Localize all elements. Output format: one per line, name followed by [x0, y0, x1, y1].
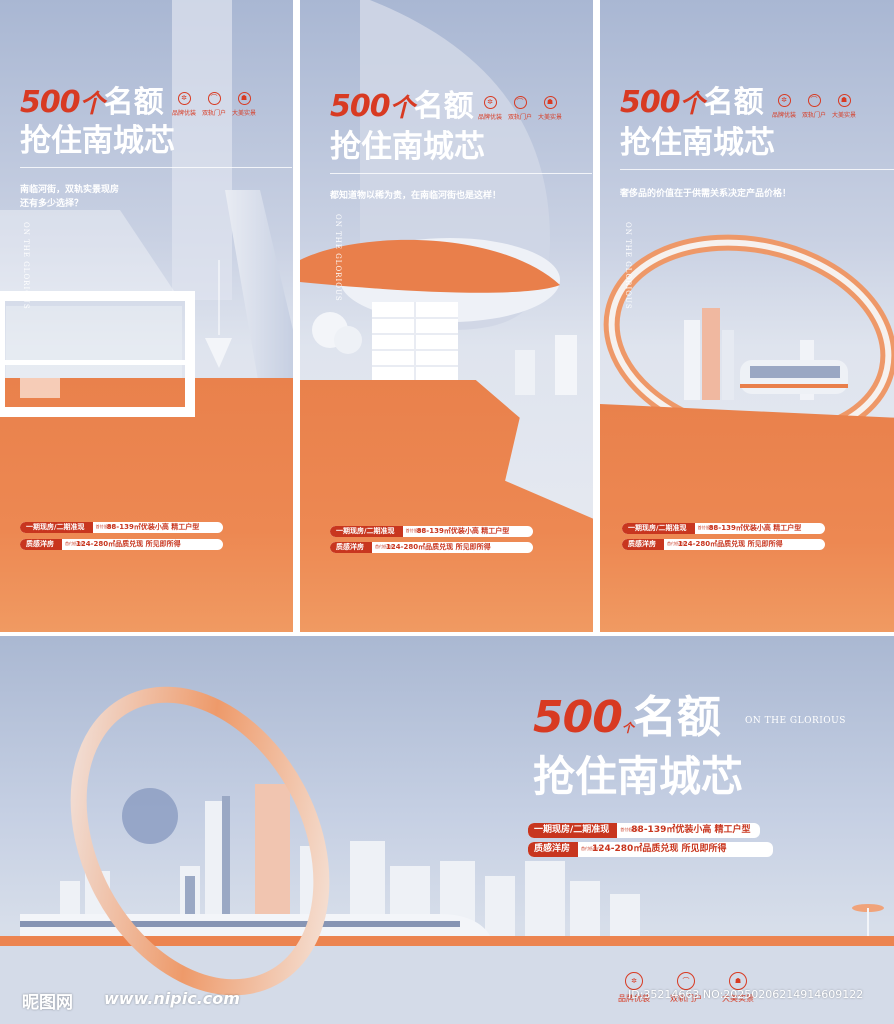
badge-row: ✲品牌优装 ⌒双轨门户 ☗大美实景 [772, 94, 857, 119]
badge-row: ✲品牌优装 ⌒双轨门户 ☗大美实景 [172, 92, 256, 117]
house-icon: ☗ [237, 92, 251, 105]
headline-quota: 500个名额 [330, 89, 474, 124]
orange-ground [0, 378, 293, 632]
vertical-slogan: ON THE GLORIOUS [624, 222, 632, 310]
banner-slogan: ON THE GLORIOUS [745, 716, 846, 726]
rail-icon: ⌒ [513, 96, 527, 109]
headline-line2: 抢住南城芯 [330, 129, 485, 165]
interior-room-art [0, 360, 195, 417]
divider [20, 167, 292, 168]
quota-word: 名额 [103, 85, 164, 120]
quota-number: 500 [20, 85, 81, 120]
badge-brand: ✲品牌优装 [172, 92, 197, 117]
headline-quota: 500个名额 [20, 88, 164, 118]
house-icon: ☗ [837, 94, 851, 107]
headline-quota: 500个名额 [620, 85, 764, 120]
watermark-url: www.nipic.com [104, 989, 240, 1008]
watermark-logo: 昵图网 [22, 993, 73, 1013]
panel-2-subline: 都知道物以稀为贵，在南临河街也是这样！ [330, 191, 502, 201]
vertical-slogan: ON THE GLORIOUS [334, 214, 342, 302]
divider [330, 173, 592, 174]
rail-icon: ⌒ [677, 972, 695, 990]
brand-icon: ✲ [483, 96, 497, 109]
brand-icon: ✲ [777, 94, 791, 107]
badge-rail: ⌒双轨门户 [202, 92, 227, 117]
headline-line2: 抢住南城芯 [620, 125, 775, 161]
house-icon: ☗ [729, 972, 747, 990]
poster-panel-2: 500个名额 抢住南城芯 ✲品牌优装 ⌒双轨门户 ☗大美实景 都知道物以稀为贵，… [300, 0, 593, 632]
brand-icon: ✲ [625, 972, 643, 990]
panel-1-subline: 南临河街，双轨实景现房 还有多少选择？ [20, 185, 120, 209]
poster-panel-3: 500个名额 抢住南城芯 ✲品牌优装 ⌒双轨门户 ☗大美实景 奢侈品的价值在于供… [600, 0, 894, 632]
brand-icon: ✲ [177, 92, 191, 105]
rail-icon: ⌒ [807, 94, 821, 107]
vertical-slogan: ON THE GLORIOUS [22, 222, 30, 310]
banner-badge-row: ✲品牌优装 ⌒双轨门户 ☗大美实景 [618, 972, 754, 1004]
headline-line2: 抢住南城芯 [20, 123, 175, 159]
house-icon: ☗ [543, 96, 557, 109]
badge-row: ✲品牌优装 ⌒双轨门户 ☗大美实景 [478, 96, 563, 121]
banner-headline-quota: 500个名额 [533, 692, 721, 743]
orange-ground [600, 404, 894, 632]
quota-unit: 个 [79, 89, 105, 118]
badge-house: ☗大美实景 [232, 92, 257, 117]
watermark-id: ID:35214663 NO:20250206214914609122 [628, 988, 864, 1001]
divider [620, 169, 894, 170]
poster-panel-1: 500个名额 抢住南城芯 ✲品牌优装 ⌒双轨门户 ☗大美实景 南临河街，双轨实景… [0, 0, 293, 632]
banner-panel: 500个名额 抢住南城芯 ON THE GLORIOUS 一期现房/二期准现首付… [0, 636, 894, 1024]
banner-headline-line2: 抢住南城芯 [533, 752, 744, 801]
rail-icon: ⌒ [207, 92, 221, 105]
panel-3-subline: 奢侈品的价值在于供需关系决定产品价格！ [620, 189, 792, 199]
